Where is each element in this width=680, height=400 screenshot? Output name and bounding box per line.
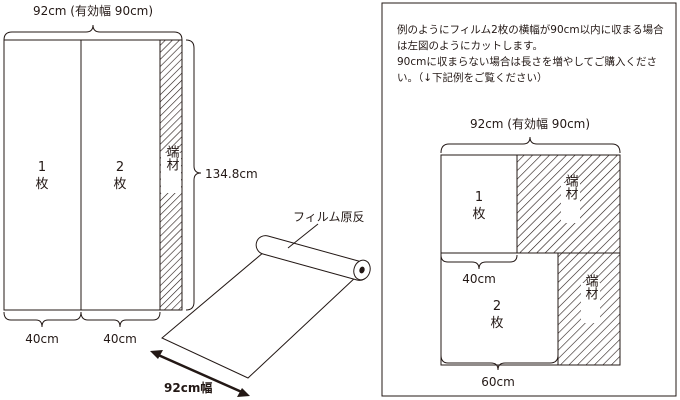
height-label: 134.8cm xyxy=(205,167,258,181)
right-piece-2-unit: 枚 xyxy=(490,316,503,331)
height-brace xyxy=(185,39,202,311)
roll-core xyxy=(359,266,365,274)
top-width-label: 92cm (有効幅 90cm) xyxy=(33,3,153,18)
note-line-2: 90cmに収まらない場合は長さを増やしてご購入ください。（↓下記例をご覧ください… xyxy=(397,56,658,84)
right-panel: 92cm (有効幅 90cm) 1 枚 2 枚 端材 端材 40cm 60cm xyxy=(381,2,677,397)
piece-1-number: 1 xyxy=(38,160,46,175)
film-roll: フィルム原反 92cm幅 xyxy=(150,210,371,397)
roll-width-label: 92cm幅 xyxy=(164,380,212,395)
right-dim-60: 60cm xyxy=(481,375,515,389)
right-piece-2-number: 2 xyxy=(493,299,501,314)
right-piece-1-rect xyxy=(440,154,518,254)
piece-2-number: 2 xyxy=(116,160,124,175)
roll-width-arrowhead-right xyxy=(237,388,250,397)
roll-leader xyxy=(287,223,319,249)
right-dim-40: 40cm xyxy=(462,272,496,286)
bottom-dim-2: 40cm xyxy=(103,332,137,346)
offcut-label-bg xyxy=(161,153,181,193)
piece-1-rect xyxy=(3,39,82,311)
roll-label: フィルム原反 xyxy=(293,210,365,224)
roll-width-arrow-line xyxy=(155,352,245,395)
piece-1-unit: 枚 xyxy=(35,177,48,192)
right-piece-1-unit: 枚 xyxy=(472,207,485,222)
right-piece-2-rect xyxy=(440,252,559,366)
bottom-brace-2 xyxy=(80,311,161,328)
top-width-brace xyxy=(3,24,183,41)
right-brace-60 xyxy=(440,354,559,371)
piece-2-unit: 枚 xyxy=(113,177,126,192)
right-top-width-label: 92cm (有効幅 90cm) xyxy=(470,116,590,131)
cutting-note: 例のようにフィルム2枚の横幅が90cm以内に収まる場合は左図のようにカットします… xyxy=(397,22,667,86)
piece-2-rect xyxy=(80,39,161,311)
right-top-brace xyxy=(440,136,621,154)
bottom-brace-1 xyxy=(3,311,82,328)
right-offcut-label-1: 端材 xyxy=(563,174,579,200)
offcut-label: 端材 xyxy=(164,145,180,171)
right-offcut-label-2: 端材 xyxy=(583,274,599,300)
right-piece-1-number: 1 xyxy=(475,190,483,205)
right-brace-40 xyxy=(440,254,518,270)
left-diagram: 92cm (有効幅 90cm) 1 枚 2 枚 端材 134.8cm 40cm … xyxy=(3,3,258,346)
right-offcut-label-1-bg xyxy=(561,183,580,223)
roll-width-arrowhead-left xyxy=(150,350,163,359)
right-offcut-label-2-bg xyxy=(581,283,600,323)
note-line-1: 例のようにフィルム2枚の横幅が90cm以内に収まる場合は左図のようにカットします… xyxy=(397,24,664,52)
bottom-dim-1: 40cm xyxy=(25,332,59,346)
